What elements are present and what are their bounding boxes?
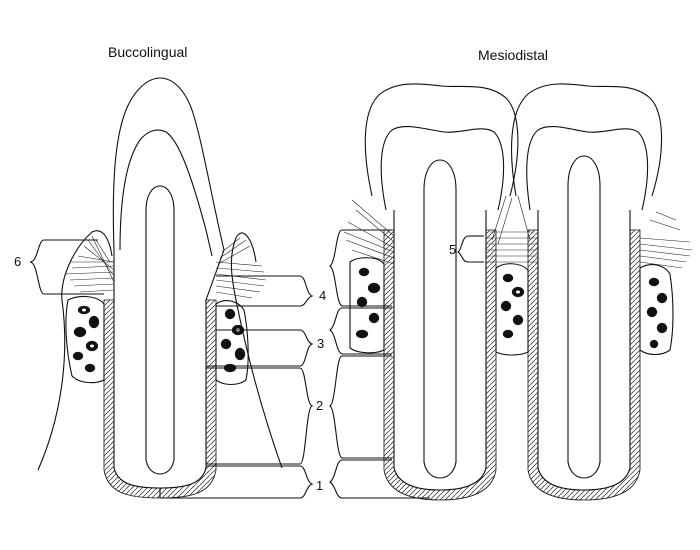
label-4: 4 <box>319 288 327 303</box>
title-buccolingual: Buccolingual <box>108 44 188 60</box>
alveolar-bone-mesiodistal <box>349 257 674 356</box>
gingiva-right <box>230 232 283 469</box>
label-2: 2 <box>316 398 324 413</box>
alveolar-bone-left <box>65 295 105 384</box>
bracket-6 <box>29 239 104 295</box>
label-6: 6 <box>14 254 22 269</box>
alveolar-bone-right <box>215 300 249 386</box>
gingiva-left <box>37 230 113 471</box>
periodontal-ligament-left <box>103 299 217 499</box>
pulp-canal-left <box>145 185 175 475</box>
enamel-line-left <box>119 129 213 257</box>
buccolingual-tooth <box>37 77 283 499</box>
leaders-center <box>160 275 314 499</box>
label-1: 1 <box>316 478 324 493</box>
label-5: 5 <box>449 242 457 257</box>
leaders-mesiodistal <box>329 229 484 499</box>
mesiodistal-tooth-2 <box>510 83 663 501</box>
label-3: 3 <box>317 336 325 351</box>
gingival-fibers-left <box>65 235 115 293</box>
title-mesiodistal: Mesiodistal <box>478 47 549 63</box>
mesiodistal-tooth-1 <box>364 83 519 501</box>
transseptal-fibers <box>343 195 693 269</box>
gingival-fibers-right <box>215 237 267 299</box>
